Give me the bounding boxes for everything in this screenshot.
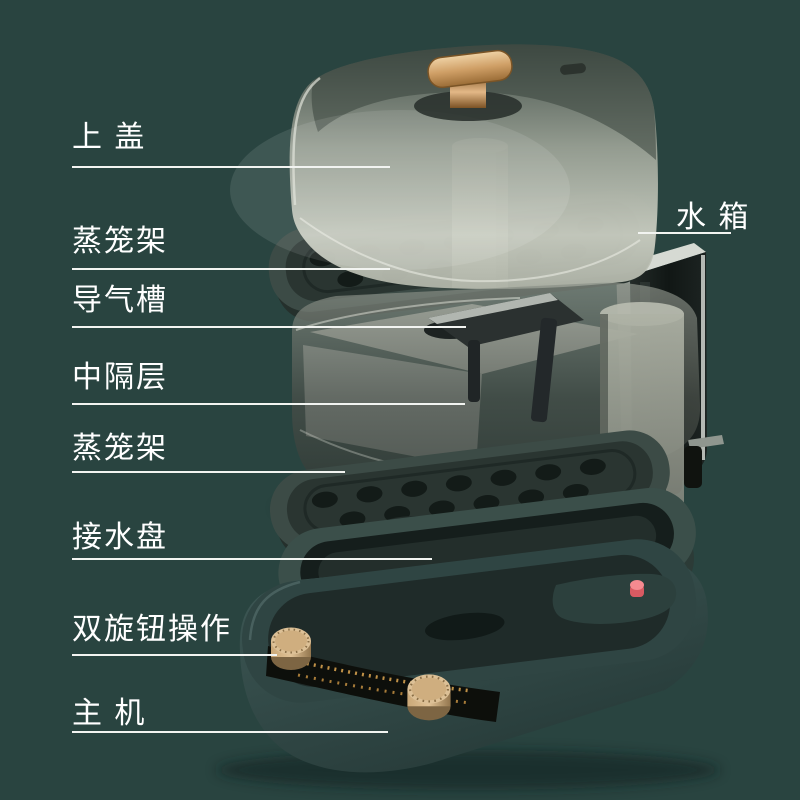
leader-line-middle-layer [72,403,465,405]
ground-shadow [216,750,720,790]
label-drip-tray: 接水盘 [72,521,168,554]
label-air-guide: 导气槽 [72,284,168,317]
control-knob-right [407,674,451,721]
main-unit-illustration [239,539,708,773]
control-knob-left [271,627,311,670]
label-water-tank: 水 箱 [676,201,751,234]
label-dual-knob-controls: 双旋钮操作 [72,613,232,646]
red-indicator-light [630,580,644,590]
power-indicator [552,573,677,624]
leader-line-steamer-rack-2 [72,471,345,473]
dual-knob-controls-illustration [266,627,500,722]
lid-vent [560,63,586,75]
air-guide-channel-illustration [424,293,584,423]
lid-brass-handle [427,49,513,89]
leader-line-top-lid [72,166,390,168]
leader-line-main-unit [72,731,388,733]
label-middle-layer: 中隔层 [72,361,168,394]
leader-line-steamer-rack-1 [72,268,390,270]
label-steamer-rack-1: 蒸笼架 [72,225,168,258]
top-lid-illustration [230,44,658,290]
leader-line-air-guide [72,326,466,328]
scale-ticks-row1 [299,660,473,693]
leader-line-dual-knob-controls [72,654,277,656]
leader-line-water-tank [638,232,731,234]
label-steamer-rack-2: 蒸笼架 [72,432,168,465]
label-top-lid: 上 盖 [72,121,147,154]
leader-line-drip-tray [72,558,432,560]
label-main-unit: 主 机 [72,697,147,730]
